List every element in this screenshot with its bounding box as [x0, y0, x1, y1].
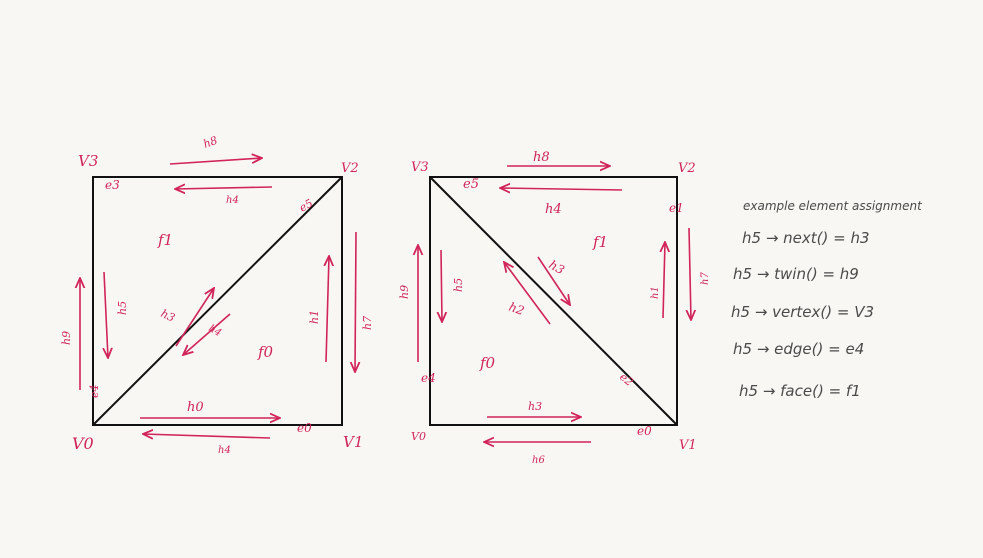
left-halfedge-label-diag-b: h4: [207, 323, 224, 339]
left-edge-e4: e4: [88, 384, 101, 398]
left-halfedge-arrow-left-in: [104, 271, 108, 358]
right-face-f0: f0: [479, 354, 496, 372]
left-halfedge-arrow-bottom-out: [143, 434, 271, 438]
right-halfedge-label-diag-a: h3: [547, 257, 568, 277]
right-face-f1: f1: [592, 233, 608, 251]
right-vertex-v0: V0: [411, 430, 426, 443]
right-mesh-diagonal: [429, 176, 678, 426]
left-halfedge-arrow-diag-a: [175, 288, 214, 347]
left-edge-e0: e0: [297, 421, 312, 435]
left-halfedge-arrow-right-in: [326, 256, 329, 363]
right-edge-e1: e1: [669, 201, 684, 215]
left-halfedge-label-top-in: h4: [226, 195, 239, 206]
right-halfedge-arrow-right-in: [663, 242, 665, 319]
left-halfedge-label-left-in: h5: [116, 301, 129, 315]
right-halfedge-arrow-top-in: [500, 188, 623, 190]
left-halfedge-label-diag-a: h3: [159, 307, 177, 325]
left-halfedge-arrow-top-out: [169, 158, 262, 165]
right-halfedge-label-diag-b: h2: [507, 300, 526, 318]
left-face-f1: f1: [157, 231, 173, 249]
right-halfedge-label-bottom-out: h6: [532, 455, 545, 466]
right-halfedge-arrow-left-in: [441, 249, 442, 322]
right-vertex-v1: V1: [679, 438, 697, 453]
right-halfedge-label-bottom-in: h3: [528, 400, 542, 413]
note-line-face: h5 → face() = f1: [739, 382, 861, 400]
left-mesh-square: [92, 176, 343, 426]
right-halfedge-label-top-out: h8: [533, 150, 550, 165]
left-edge-e3: e3: [105, 178, 120, 192]
left-vertex-v0: V0: [72, 434, 94, 453]
left-halfedge-label-right-out: h7: [361, 316, 374, 330]
note-line-twin: h5 → twin() = h9: [733, 265, 859, 283]
right-edge-e2: e2: [617, 370, 636, 389]
left-halfedge-arrow-right-out: [355, 231, 356, 372]
note-line-next: h5 → next() = h3: [742, 229, 870, 247]
left-mesh-diagonal: [92, 176, 343, 426]
right-halfedge-label-top-in: h4: [545, 202, 562, 217]
left-vertex-v3: V3: [78, 152, 98, 170]
left-halfedge-label-bottom-out: h4: [218, 445, 231, 456]
left-face-f0: f0: [257, 343, 274, 361]
right-vertex-v3: V3: [411, 160, 429, 175]
right-edge-e5: e5: [463, 177, 479, 192]
right-halfedge-label-left-in: h5: [452, 278, 465, 292]
left-mesh: V3 V2 V0 V1 e3 e0 e4 e5 f1 f0 h8 h4 h9 h…: [60, 134, 374, 456]
right-mesh: V3 V2 V0 V1 e5 e1 e4 e2 e0 f1 f0 h8 h4 h…: [398, 150, 711, 466]
right-edge-e4: e4: [421, 371, 436, 385]
left-vertex-v1: V1: [343, 433, 363, 451]
right-edge-e0: e0: [637, 424, 652, 438]
right-halfedge-label-right-in: h1: [650, 286, 661, 299]
notes-title: example element assignment: [743, 199, 923, 213]
right-vertex-v2: V2: [678, 161, 696, 176]
note-line-edge: h5 → edge() = e4: [733, 340, 864, 358]
right-halfedge-label-right-out: h7: [700, 272, 711, 285]
right-mesh-square: [429, 176, 678, 426]
left-edge-e5: e5: [297, 197, 315, 215]
left-halfedge-label-bottom-in: h0: [187, 400, 204, 415]
assignment-notes: example element assignment h5 → next() =…: [731, 199, 923, 400]
right-halfedge-arrow-diag-b: [504, 262, 551, 325]
left-halfedge-label-top-out: h8: [202, 134, 220, 151]
note-line-vertex: h5 → vertex() = V3: [731, 303, 874, 321]
left-halfedge-label-left-out: h9: [60, 331, 73, 345]
left-halfedge-arrow-top-in: [175, 187, 273, 189]
left-halfedge-arrow-diag-b: [183, 313, 231, 355]
right-halfedge-label-left-out: h9: [398, 285, 411, 299]
right-halfedge-arrow-diag-a: [537, 256, 570, 305]
left-halfedge-label-right-in: h1: [308, 310, 321, 324]
left-vertex-v2: V2: [341, 161, 359, 176]
right-halfedge-arrow-right-out: [689, 227, 691, 320]
